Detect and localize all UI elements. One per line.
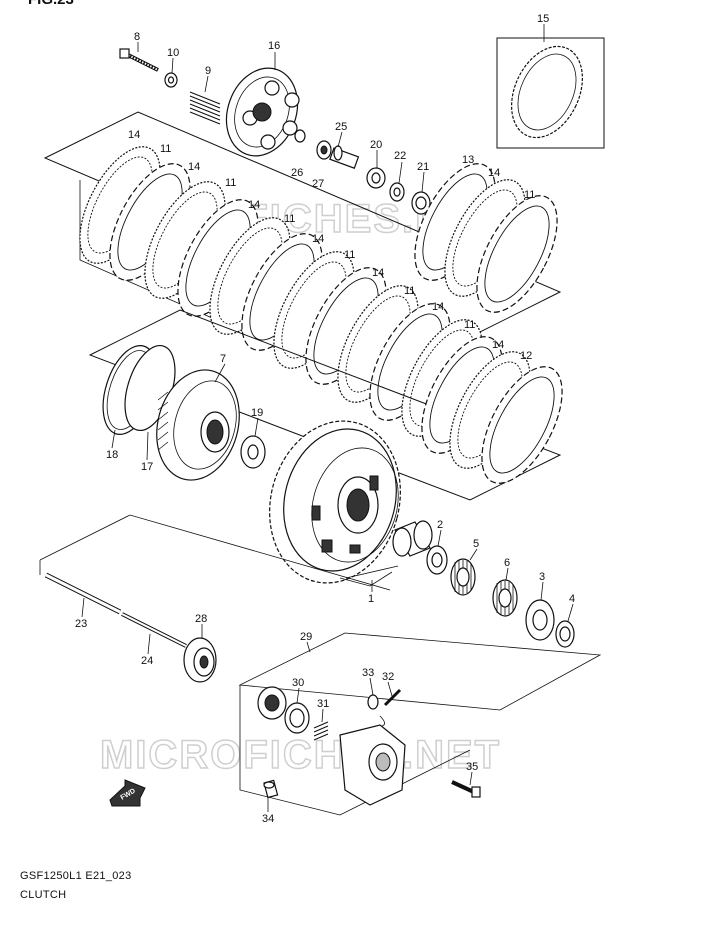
pin-34 bbox=[263, 779, 279, 799]
needle-bearing-6 bbox=[492, 579, 518, 617]
cylinder-30 bbox=[257, 686, 287, 720]
callout-13: 13 bbox=[462, 154, 474, 166]
callout-9: 9 bbox=[205, 65, 211, 77]
callout-16: 16 bbox=[268, 40, 280, 52]
seal-30 bbox=[284, 702, 310, 734]
shaft-outline bbox=[39, 514, 391, 591]
callout-18: 18 bbox=[106, 449, 118, 461]
callout-11: 11 bbox=[225, 177, 236, 189]
release-box-29 bbox=[238, 632, 602, 816]
figure-title: FIG.23 bbox=[28, 0, 74, 8]
callout-14: 14 bbox=[312, 233, 324, 245]
callout-14: 14 bbox=[372, 267, 384, 279]
callout-6: 6 bbox=[504, 557, 510, 569]
fwd-arrow-icon: FWD bbox=[109, 779, 146, 807]
callout-27: 27 bbox=[312, 178, 324, 190]
pushrod-23 bbox=[44, 572, 122, 615]
bolt-8 bbox=[119, 48, 159, 72]
piece-28 bbox=[183, 637, 217, 683]
callout-12: 12 bbox=[520, 350, 532, 362]
callout-11: 11 bbox=[284, 213, 295, 225]
sleeve-hub-7 bbox=[156, 369, 240, 481]
callout-1: 1 bbox=[368, 593, 374, 605]
callout-2: 2 bbox=[437, 519, 443, 531]
plate-15-inset bbox=[496, 37, 605, 149]
spring-31 bbox=[313, 721, 329, 741]
callout-21: 21 bbox=[417, 161, 429, 173]
callout-32: 32 bbox=[382, 671, 394, 683]
callout-23: 23 bbox=[75, 618, 87, 630]
callout-11: 11 bbox=[524, 189, 535, 201]
leader-lines bbox=[81, 24, 574, 812]
callout-14: 14 bbox=[128, 129, 140, 141]
callout-14: 14 bbox=[248, 199, 260, 211]
washer-19 bbox=[240, 435, 266, 469]
callout-19: 19 bbox=[251, 407, 263, 419]
callout-11: 11 bbox=[464, 319, 475, 331]
callout-11: 11 bbox=[344, 249, 355, 261]
callout-4: 4 bbox=[569, 593, 575, 605]
callout-28: 28 bbox=[195, 613, 207, 625]
callout-33: 33 bbox=[362, 667, 374, 679]
washer-22 bbox=[389, 182, 405, 202]
callout-5: 5 bbox=[473, 538, 479, 550]
callout-30: 30 bbox=[292, 677, 304, 689]
callout-3: 3 bbox=[539, 571, 545, 583]
callout-15: 15 bbox=[537, 13, 549, 25]
nut-20 bbox=[366, 167, 386, 189]
bleeder-32-33 bbox=[367, 688, 402, 727]
lower-plates bbox=[421, 336, 563, 484]
washer-4 bbox=[555, 620, 575, 648]
callout-14: 14 bbox=[188, 161, 200, 173]
pushrod-24 bbox=[121, 612, 187, 648]
callout-26: 26 bbox=[291, 167, 303, 179]
watermark-lower: MICROFICHES.NET bbox=[100, 733, 501, 777]
slave-cylinder-body bbox=[339, 724, 406, 806]
section-name: CLUTCH bbox=[20, 889, 67, 901]
spring-9 bbox=[189, 91, 221, 125]
callout-24: 24 bbox=[141, 655, 153, 667]
callout-14: 14 bbox=[432, 301, 444, 313]
callout-11: 11 bbox=[160, 143, 171, 155]
bearing-26-27 bbox=[294, 129, 332, 160]
callout-35: 35 bbox=[466, 761, 478, 773]
callout-34: 34 bbox=[262, 813, 274, 825]
drawing-code: GSF1250L1 E21_023 bbox=[20, 870, 132, 882]
callout-14: 14 bbox=[488, 167, 500, 179]
clutch-housing-1 bbox=[269, 420, 401, 587]
callout-labels: 8 10 9 16 15 25 26 27 20 22 21 13 12 7 1… bbox=[75, 13, 575, 825]
pushrod-piece-25 bbox=[329, 145, 360, 169]
callout-11: 11 bbox=[404, 285, 415, 297]
drive-plate-11 bbox=[481, 366, 563, 484]
needle-bearing-5 bbox=[450, 558, 476, 596]
spacer-1-sleeve bbox=[392, 520, 433, 557]
callout-25: 25 bbox=[335, 121, 347, 133]
callout-29: 29 bbox=[300, 631, 312, 643]
callout-20: 20 bbox=[370, 139, 382, 151]
drive-plate-11 bbox=[476, 195, 558, 313]
bolt-35 bbox=[451, 780, 481, 798]
callout-31: 31 bbox=[317, 698, 329, 710]
callout-10: 10 bbox=[167, 47, 179, 59]
callout-17: 17 bbox=[141, 461, 153, 473]
plate-callout-labels: 14 11 14 11 14 11 14 11 14 11 14 11 14 14 11 bbox=[128, 129, 535, 351]
callout-8: 8 bbox=[134, 31, 140, 43]
callout-22: 22 bbox=[394, 150, 406, 162]
spacer-2 bbox=[426, 545, 448, 575]
washer-10 bbox=[164, 72, 178, 88]
callout-14: 14 bbox=[492, 339, 504, 351]
washer-3 bbox=[525, 599, 555, 641]
pressure-plate-16 bbox=[225, 67, 300, 157]
callout-7: 7 bbox=[220, 353, 226, 365]
washer-21 bbox=[411, 191, 431, 215]
